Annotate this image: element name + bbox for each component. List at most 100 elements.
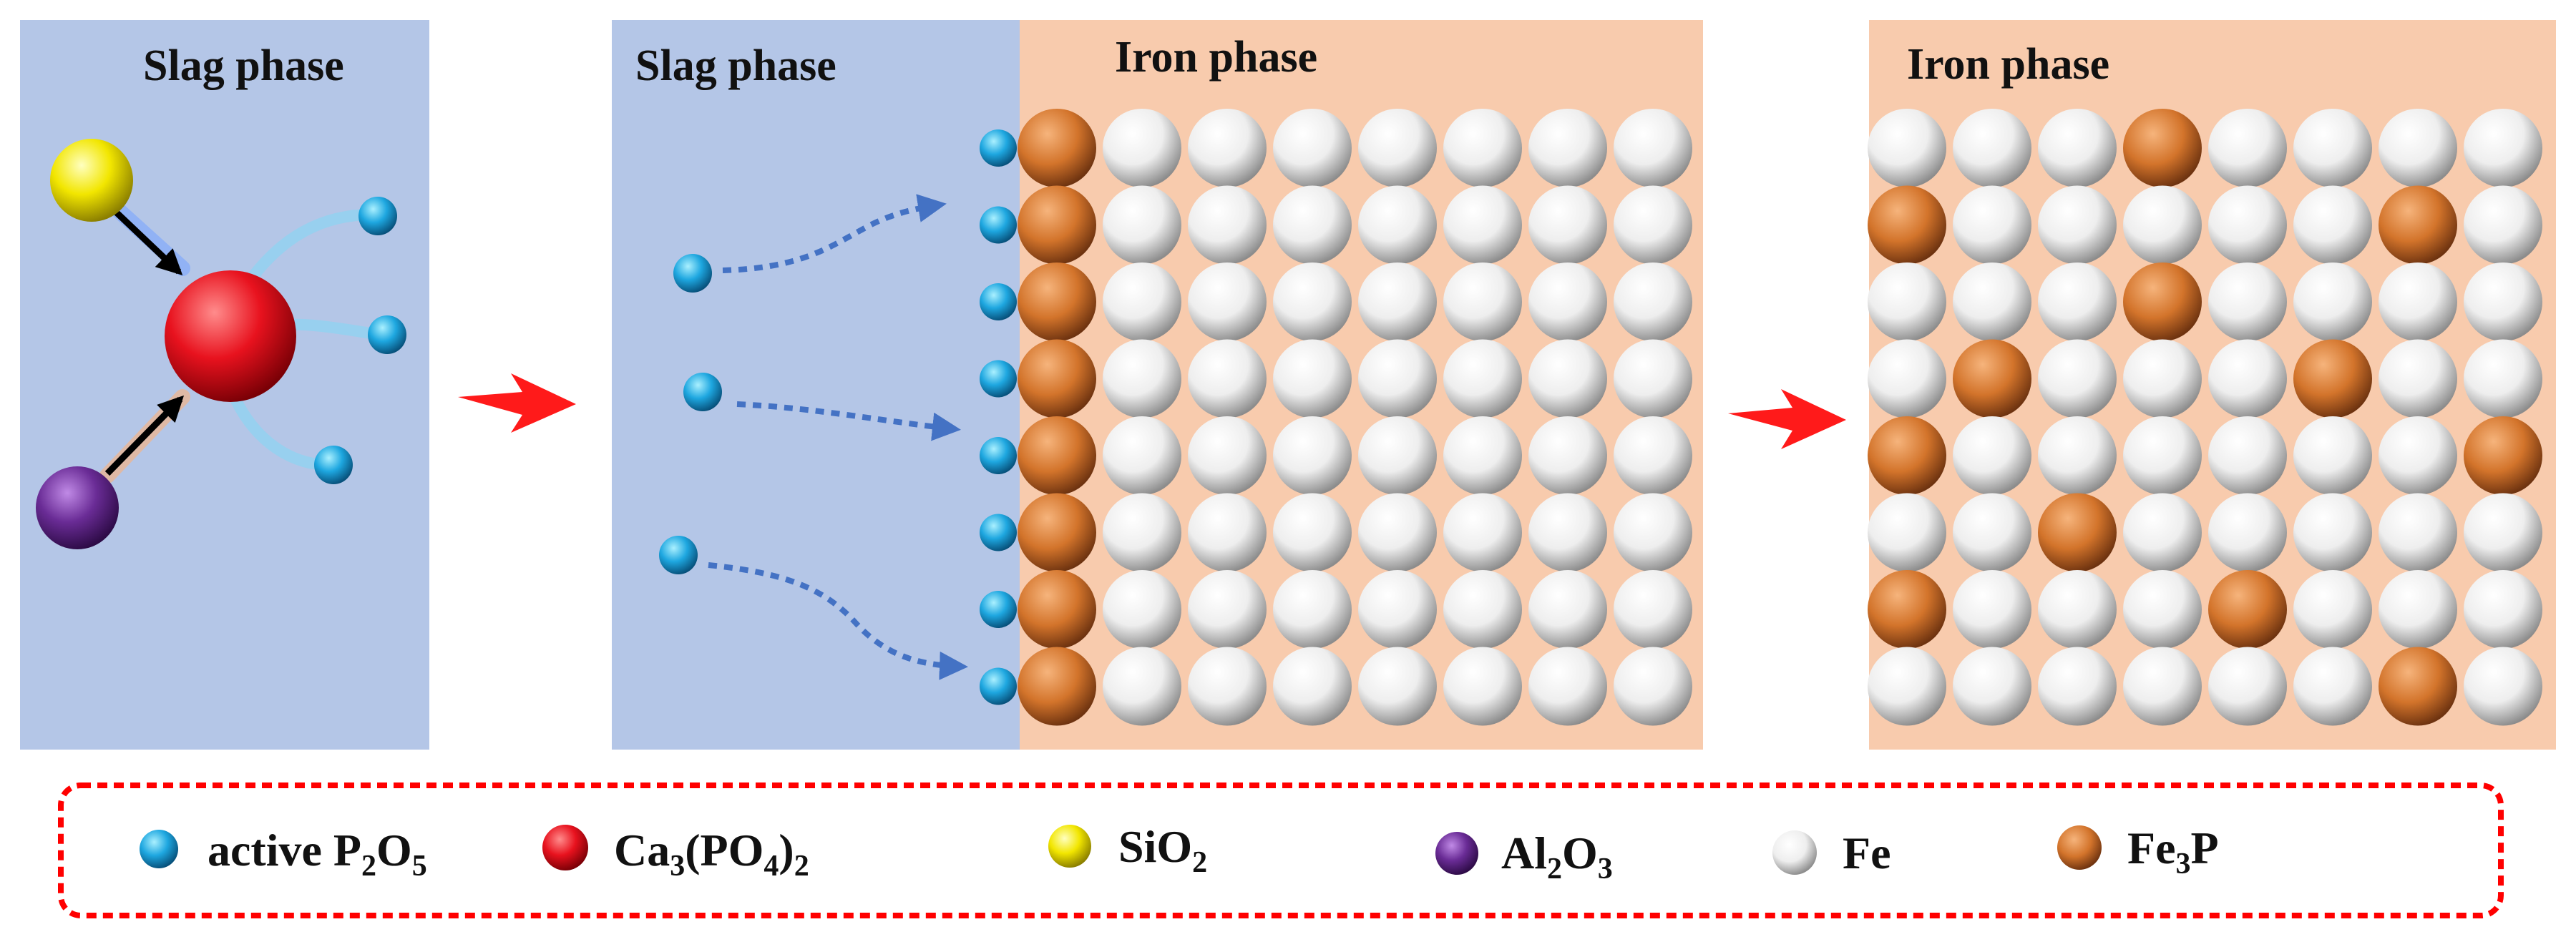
fe-atom	[1443, 109, 1522, 187]
fe3p-atom	[1018, 570, 1096, 649]
fe-atom	[1953, 185, 2031, 265]
fe-atom	[2208, 339, 2287, 418]
fe-atom	[1443, 647, 1522, 726]
fe-atom	[2208, 647, 2287, 726]
legend-label-part: O	[376, 825, 412, 875]
legend-fe-icon	[1772, 830, 1817, 875]
fe-atom	[1358, 493, 1437, 572]
legend-subscript: 5	[412, 850, 427, 883]
middle-iron-lattice	[1018, 109, 1692, 726]
fe-atom	[1614, 109, 1692, 187]
legend-subscript: 3	[2176, 848, 2191, 880]
fe-atom	[1614, 493, 1692, 572]
legend-item-al2o3: Al2O3	[1435, 828, 1613, 885]
diffusion-path-3	[708, 562, 968, 680]
fe-atom	[1443, 493, 1522, 572]
legend-item-fe3p: Fe3P	[2057, 823, 2219, 880]
p2o5-sphere	[368, 315, 406, 354]
legend-box	[58, 782, 2504, 918]
fe-atom	[2293, 416, 2372, 495]
right-iron-lattice	[1868, 109, 2542, 726]
fe-atom	[2038, 339, 2117, 418]
svg-text:Fe3P: Fe3P	[2127, 823, 2219, 880]
fe-atom	[2293, 109, 2372, 187]
fe3p-atom	[2464, 416, 2542, 495]
fe-atom	[2208, 416, 2287, 495]
ca3po42-sphere	[165, 270, 296, 402]
fe-atom	[1528, 647, 1607, 726]
fe-atom	[1273, 493, 1352, 572]
p2o5-sphere	[980, 129, 1017, 167]
fe-atom	[1528, 339, 1607, 418]
fe3p-atom	[1018, 493, 1096, 572]
fe-atom	[1953, 263, 2031, 341]
fe3p-atom	[2123, 109, 2202, 187]
fe-atom	[1953, 416, 2031, 495]
svg-text:Ca3(PO4)2: Ca3(PO4)2	[614, 825, 809, 883]
svg-text:SiO2: SiO2	[1118, 821, 1207, 879]
fe-atom	[1443, 185, 1522, 265]
fe-atom	[2379, 109, 2457, 187]
fe-atom	[1443, 570, 1522, 649]
fe-atom	[1358, 416, 1437, 495]
p2o5-sphere	[980, 514, 1017, 551]
p2o5-sphere	[980, 283, 1017, 320]
fe-atom	[1953, 493, 2031, 572]
legend-subscript: 3	[1598, 853, 1613, 885]
fe-atom	[2464, 647, 2542, 726]
fe-atom	[1528, 109, 1607, 187]
fe-atom	[2123, 493, 2202, 572]
fe-atom	[2038, 185, 2117, 265]
p2o5-sphere	[659, 536, 698, 574]
fe-atom	[1358, 570, 1437, 649]
fe-atom	[1103, 570, 1181, 649]
fe3p-atom	[1868, 185, 1946, 265]
fe-atom	[2038, 647, 2117, 726]
fe-atom	[1953, 570, 2031, 649]
fe-atom	[1273, 339, 1352, 418]
fe3p-atom	[1018, 263, 1096, 341]
p2o5-sphere	[980, 437, 1017, 474]
process-arrow-1	[458, 373, 576, 433]
fe-atom	[1103, 109, 1181, 187]
fe-atom	[1103, 185, 1181, 265]
interface-p2o5-column	[980, 129, 1017, 705]
legend-subscript: 2	[361, 850, 376, 883]
fe-atom	[1614, 185, 1692, 265]
fe-atom	[1273, 109, 1352, 187]
fe-atom	[2123, 185, 2202, 265]
legend-label-part: O	[1562, 828, 1598, 878]
legend-label-part: Al	[1501, 828, 1547, 878]
migration-group	[659, 194, 968, 680]
p2o5-sphere	[980, 667, 1017, 705]
p2o5-sphere	[673, 254, 712, 293]
fe-atom	[2464, 493, 2542, 572]
fe3p-atom	[2123, 263, 2202, 341]
svg-text:Al2O3: Al2O3	[1501, 828, 1613, 885]
fe-atom	[2293, 185, 2372, 265]
right-panel-title: Iron phase	[1907, 40, 2109, 89]
fe-atom	[1103, 647, 1181, 726]
fe-atom	[1953, 109, 2031, 187]
fe3p-atom	[1868, 570, 1946, 649]
legend-label-part: Fe	[2127, 823, 2176, 873]
fe-atom	[2293, 647, 2372, 726]
fe-atom	[1188, 493, 1267, 572]
legend-sio2-icon	[1048, 825, 1091, 868]
fe3p-atom	[1018, 185, 1096, 265]
fe-atom	[1443, 416, 1522, 495]
fe-atom	[1868, 493, 1946, 572]
fe-atom	[2293, 570, 2372, 649]
svg-text:active P2O5: active P2O5	[208, 825, 427, 883]
fe-atom	[1188, 109, 1267, 187]
p2o5-sphere	[358, 197, 397, 235]
fe-atom	[2379, 416, 2457, 495]
legend-label-part: Ca	[614, 825, 670, 875]
fe-atom	[1103, 416, 1181, 495]
al2o3-sphere	[36, 466, 119, 549]
fe3p-atom	[2293, 339, 2372, 418]
fe3p-atom	[2379, 185, 2457, 265]
legend-subscript: 2	[1192, 846, 1207, 879]
fe-atom	[1188, 263, 1267, 341]
fe3p-atom	[1018, 416, 1096, 495]
